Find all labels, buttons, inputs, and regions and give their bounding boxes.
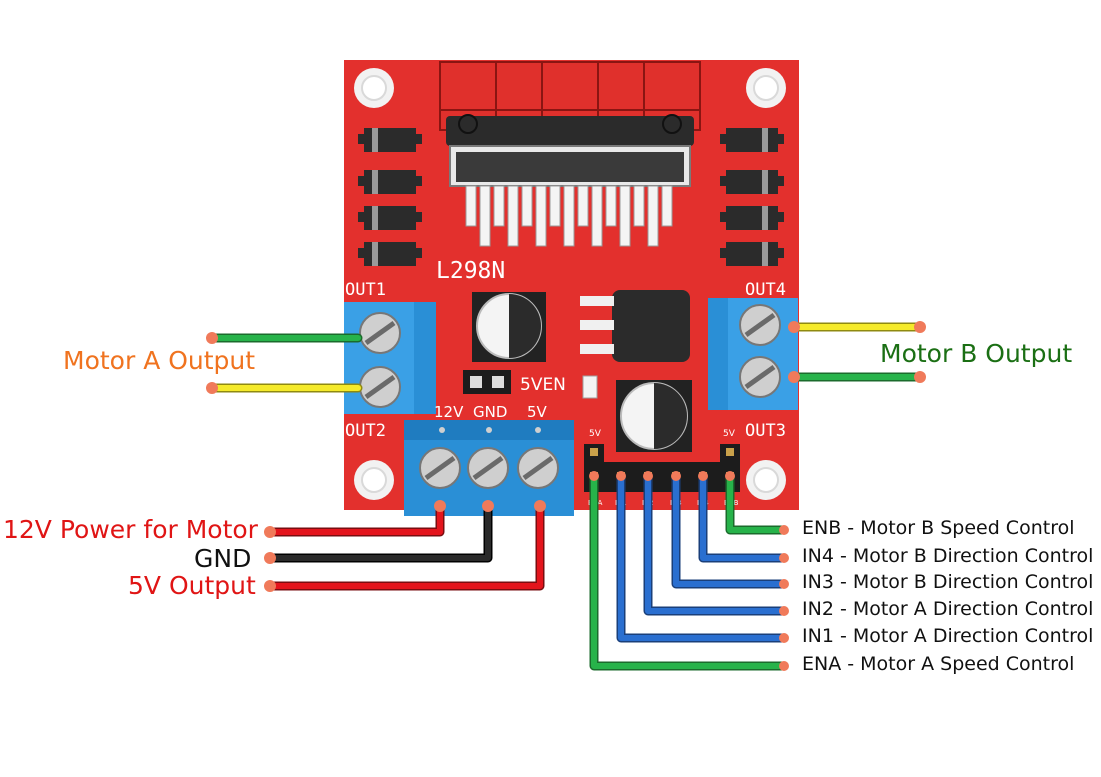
enb-label: ENB - Motor B Speed Control <box>802 517 1075 539</box>
mounting-holes <box>354 68 786 500</box>
terminal-power <box>404 420 574 516</box>
header-5v-left: 5V <box>589 429 602 439</box>
wire-in4-blue <box>698 471 789 563</box>
out2-label: OUT2 <box>345 421 386 441</box>
l298n-chip <box>446 114 694 247</box>
in1-label: IN1 - Motor A Direction Control <box>802 625 1094 647</box>
header-5v-right: 5V <box>723 429 736 439</box>
terminal-out1-out2 <box>344 302 436 414</box>
wire-in1-blue <box>616 471 789 643</box>
in3-label: IN3 - Motor B Direction Control <box>802 571 1094 593</box>
wire-motor-b-yellow <box>788 321 926 333</box>
wire-motor-a-yellow <box>206 382 363 394</box>
wire-ena-green <box>589 471 789 671</box>
chip-label: L298N <box>436 258 505 284</box>
smd-resistor <box>582 375 598 399</box>
capacitor-1 <box>472 292 546 362</box>
terminal-gnd-label: GND <box>473 403 507 421</box>
terminal-12v-label: 12V <box>434 403 464 421</box>
wire-in3-blue <box>671 471 789 589</box>
wire-12v-red <box>264 500 446 538</box>
l298n-board: L298N <box>344 60 799 516</box>
power-12v-label: 12V Power for Motor <box>3 515 258 544</box>
motor-b-output-label: Motor B Output <box>880 339 1073 368</box>
in2-label: IN2 - Motor A Direction Control <box>802 598 1094 620</box>
voltage-regulator <box>580 290 690 362</box>
out1-label: OUT1 <box>345 280 386 300</box>
diodes-left <box>358 128 422 266</box>
motor-a-output-label: Motor A Output <box>63 346 256 375</box>
out4-label: OUT4 <box>745 280 786 300</box>
ena-label: ENA - Motor A Speed Control <box>802 653 1075 675</box>
wire-enb-green <box>725 471 789 535</box>
wire-in2-blue <box>643 471 789 616</box>
jumper-label: 5VEN <box>520 375 566 395</box>
wires <box>206 321 926 671</box>
wire-5v-red <box>264 500 546 592</box>
wire-motor-a-green <box>206 332 363 344</box>
diodes-right <box>720 128 784 266</box>
5ven-jumper <box>463 370 511 394</box>
wire-motor-b-green <box>788 371 926 383</box>
wire-gnd-black <box>264 500 494 564</box>
capacitor-2 <box>616 380 692 452</box>
out-5v-label: 5V Output <box>128 571 256 600</box>
terminal-out3-out4 <box>708 298 798 410</box>
gnd-label: GND <box>194 544 252 573</box>
out3-label: OUT3 <box>745 421 786 441</box>
terminal-5v-label: 5V <box>527 403 548 421</box>
in4-label: IN4 - Motor B Direction Control <box>802 545 1094 567</box>
